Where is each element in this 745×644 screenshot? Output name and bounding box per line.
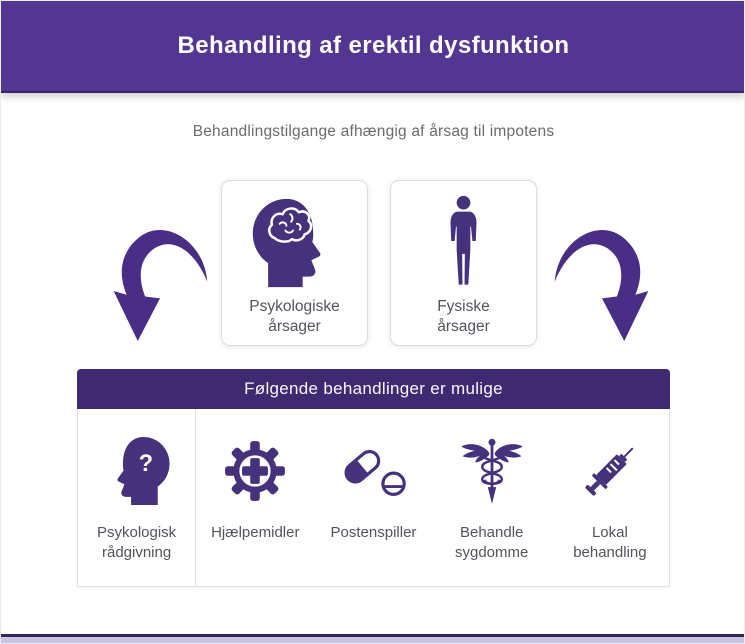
curved-arrow-down-right-icon bbox=[551, 209, 653, 347]
treatments-box: ? Psykologisk rådgivning bbox=[77, 409, 670, 587]
treatments-banner: Følgende behandlinger er mulige bbox=[77, 369, 670, 409]
head-question-icon: ? bbox=[100, 435, 174, 507]
page-title: Behandling af erektil dysfunktion bbox=[177, 32, 570, 59]
syringe-icon bbox=[575, 435, 645, 507]
treatment-aids: Hjælpemidler bbox=[196, 409, 314, 586]
treatment-label: Postenspiller bbox=[330, 524, 417, 541]
treatment-psychological-counseling: ? Psykologisk rådgivning bbox=[78, 409, 197, 586]
treatment-label: Behandle sygdomme bbox=[455, 524, 529, 562]
cause-card-physical: Fysiske årsager bbox=[390, 180, 537, 346]
cause-label: Fysiske årsager bbox=[437, 298, 490, 336]
man-silhouette-icon bbox=[443, 191, 484, 295]
cause-card-psychological: Psykologiske årsager bbox=[221, 180, 368, 346]
treatment-label: Lokal behandling bbox=[573, 524, 647, 562]
svg-text:?: ? bbox=[138, 451, 152, 477]
head-brain-icon bbox=[247, 191, 343, 295]
curved-arrow-down-left-icon bbox=[109, 209, 211, 347]
gear-plus-icon bbox=[221, 435, 289, 507]
treatment-potency-pills: Postenspiller bbox=[314, 409, 432, 586]
subtitle: Behandlingstilgange afhængig af årsag ti… bbox=[192, 123, 555, 140]
treatment-local-treatment: Lokal behandling bbox=[551, 409, 669, 586]
footer-bar bbox=[1, 634, 744, 643]
treatment-label: Psykologisk rådgivning bbox=[96, 524, 177, 562]
pills-icon bbox=[334, 435, 412, 507]
treatment-label: Hjælpemidler bbox=[211, 524, 300, 541]
caduceus-icon bbox=[457, 435, 527, 507]
cause-label: Psykologiske årsager bbox=[249, 298, 340, 336]
header: Behandling af erektil dysfunktion bbox=[1, 1, 744, 93]
treatment-treat-diseases: Behandle sygdomme bbox=[433, 409, 551, 586]
treatments-banner-title: Følgende behandlinger er mulige bbox=[244, 379, 503, 398]
